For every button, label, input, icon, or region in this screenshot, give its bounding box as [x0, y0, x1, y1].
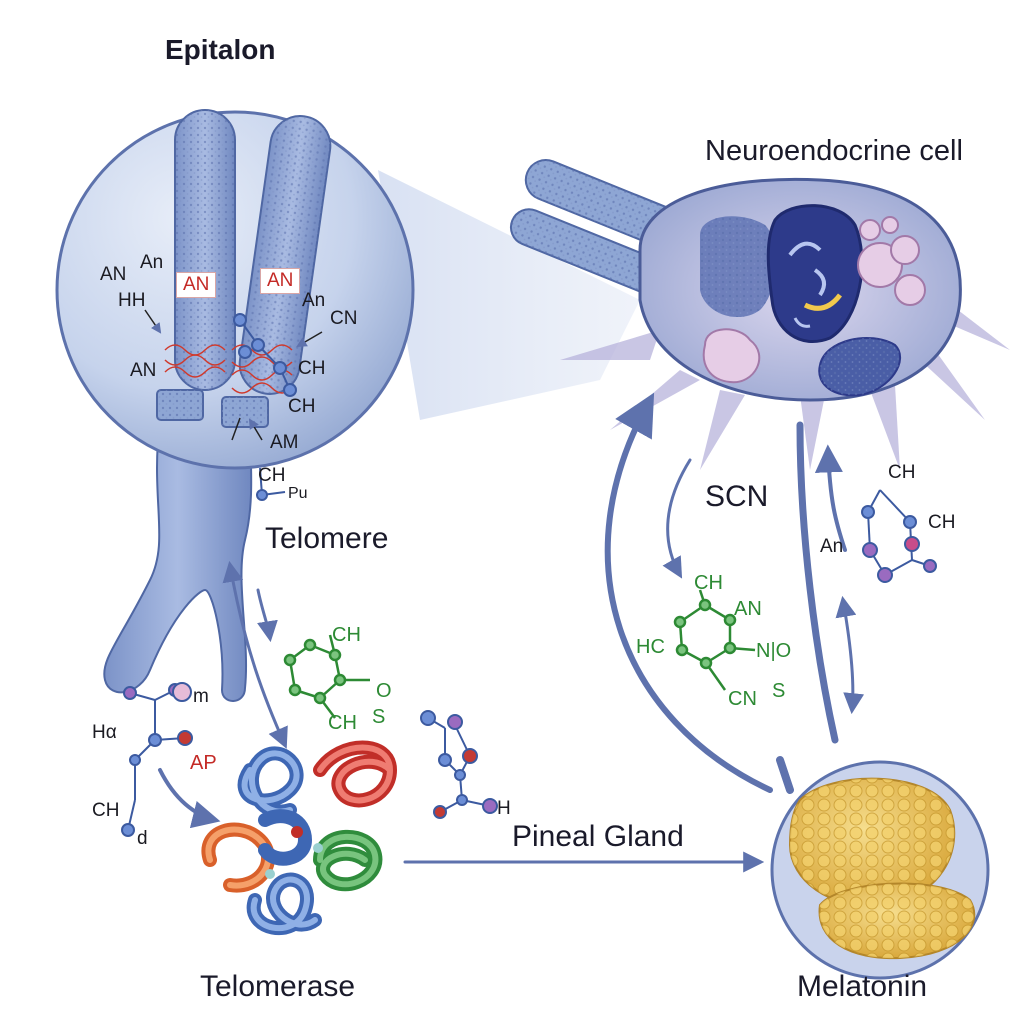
label-melatonin: Melatonin — [797, 970, 928, 1003]
chem-label: Hα — [92, 722, 117, 743]
chem-label: HC — [636, 636, 665, 658]
label-scn: SCN — [705, 480, 769, 513]
inset-chromatids — [144, 109, 332, 441]
chem-label: S — [772, 680, 786, 702]
chem-label: CH — [328, 712, 357, 734]
chem-label: m — [193, 686, 209, 707]
label-telomere: Telomere — [265, 522, 389, 555]
chem-label: AP — [190, 752, 217, 774]
pineal-gland — [770, 760, 990, 980]
chem-label: Pu — [288, 485, 308, 502]
chem-label: CH — [258, 465, 286, 486]
chem-label: AM — [270, 432, 299, 453]
chem-label: An — [302, 290, 326, 311]
chem-label: O — [376, 680, 392, 702]
chem-label: AN — [130, 360, 157, 381]
chem-label: CN — [330, 308, 358, 329]
neuroendocrine-cell — [560, 177, 1010, 470]
chem-label: An — [140, 252, 164, 273]
chem-label: N|O — [756, 640, 792, 662]
chem-label: CH — [92, 800, 120, 821]
label-neuroendocrine-cell: Neuroendocrine cell — [705, 135, 963, 167]
chem-label: CN — [728, 688, 757, 710]
chem-label: HH — [118, 290, 146, 311]
chem-label: AN — [100, 264, 127, 285]
arrow-melatonin-to-cell — [604, 392, 773, 793]
chem-label: CH — [332, 624, 361, 646]
page-title: Epitalon — [165, 34, 276, 65]
chem-label: An — [820, 536, 844, 557]
chem-label: CH — [928, 512, 956, 533]
chromosome-tag-right: AN — [260, 268, 301, 294]
chem-label: S — [372, 706, 386, 728]
chem-label: CH — [298, 358, 326, 379]
chem-label: H — [497, 798, 511, 819]
chem-label: CH — [288, 396, 316, 417]
telomerase-protein — [201, 740, 398, 935]
chem-label: CH — [694, 572, 723, 594]
chem-label: AN — [734, 598, 762, 620]
chem-label: CH — [888, 462, 916, 483]
label-pineal-gland: Pineal Gland — [512, 820, 684, 853]
label-telomerase: Telomerase — [200, 970, 356, 1003]
chromosome-body — [103, 419, 253, 702]
chem-label: d — [137, 828, 148, 849]
chromosome-tag-left: AN — [176, 272, 217, 298]
